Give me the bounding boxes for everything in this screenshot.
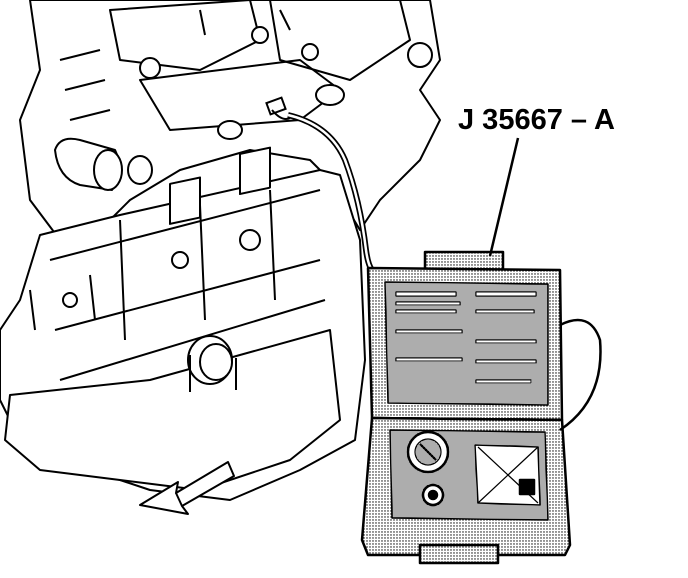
case-bottom-latch (418, 543, 500, 565)
tool-callout-label: J 35667 – A (458, 104, 615, 136)
oil-pan (4, 329, 341, 491)
case-strap (559, 318, 602, 432)
front-direction-arrow (139, 461, 235, 515)
oil-pressure-tester (360, 250, 602, 565)
callout-leader (488, 137, 520, 257)
engine-block (0, 0, 441, 501)
oil-pressure-port (265, 96, 291, 120)
